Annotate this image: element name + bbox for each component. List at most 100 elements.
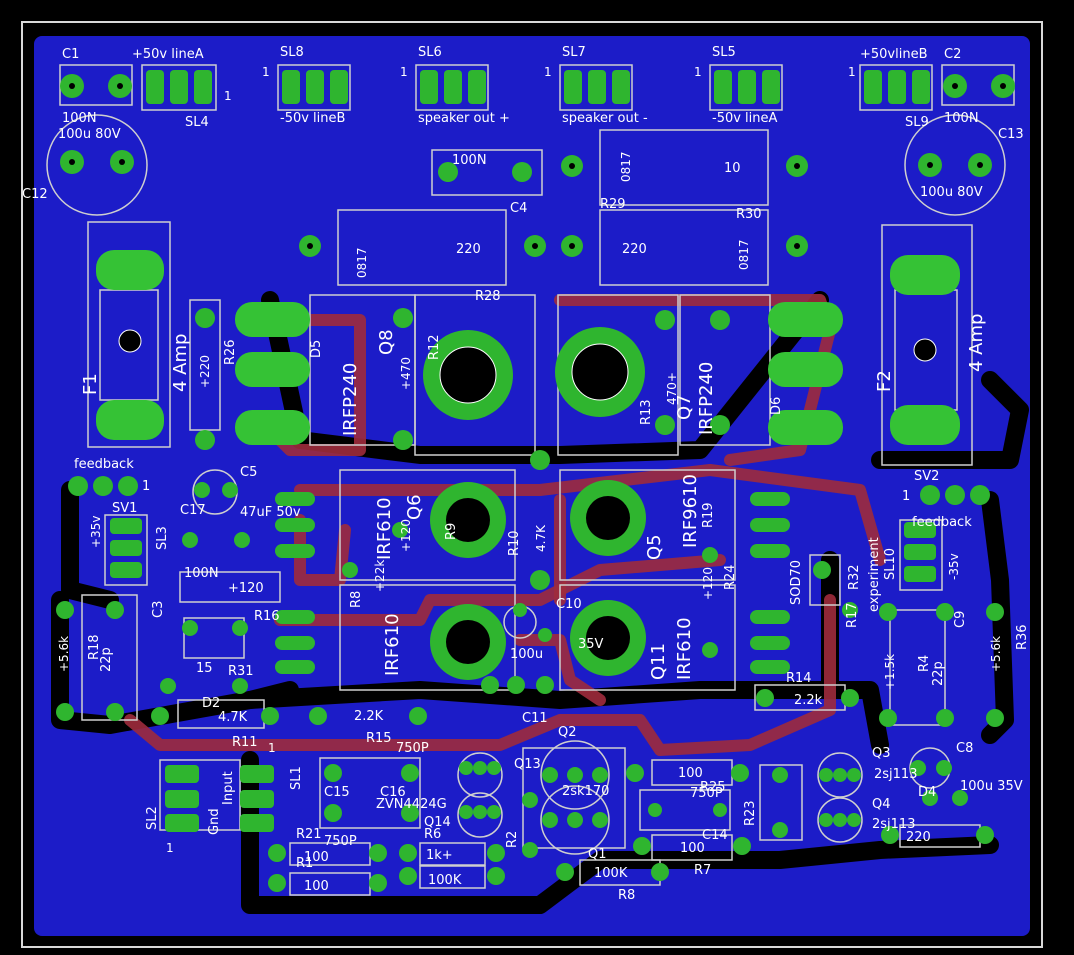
label-r30-code: 0817: [737, 239, 751, 270]
label-pin1-sv1: 1: [142, 479, 150, 494]
label-c18-value: 100N: [184, 566, 219, 581]
label-q2-small-part: 2sk170: [562, 784, 609, 799]
label-c3: C3: [151, 601, 166, 618]
label-sl2: SL2: [145, 806, 160, 830]
label-c13: C13: [998, 127, 1024, 142]
pads: [56, 70, 1015, 892]
label-r9-value: +120: [399, 519, 413, 552]
label-sl1: SL1: [289, 766, 304, 790]
label-q1-value: 100K: [594, 866, 628, 881]
label-c15: C15: [324, 785, 350, 800]
label-q1: Q1: [588, 847, 607, 862]
label-sl8: SL8: [280, 45, 304, 60]
label-r36-value: +5.6k: [989, 636, 1003, 672]
label-c1: C1: [62, 47, 79, 62]
label-sl10-value: -35v: [947, 553, 961, 580]
label-r21: R21: [296, 827, 322, 842]
label-pin1-sl7: 1: [544, 65, 552, 79]
label-r7-value: 100: [680, 841, 705, 856]
label-q3-part: 2sj113: [874, 767, 917, 782]
label-r8b: R8: [618, 888, 635, 903]
label-r23: R23: [743, 800, 758, 826]
label-r28: R28: [475, 289, 501, 304]
label-r2: R2: [505, 831, 520, 848]
label-line-a-top: +50v lineA: [132, 47, 204, 62]
label-sl6-value: speaker out +: [418, 111, 510, 126]
label-c10-value: 100u: [510, 647, 543, 662]
label-f2: F2: [874, 370, 895, 392]
label-c10-rating: 35V: [578, 637, 604, 652]
label-c1-value: 100N: [62, 111, 97, 126]
label-r1-value: 100: [304, 850, 329, 865]
label-pin1-sl9: 1: [848, 65, 856, 79]
label-r17: R17: [845, 602, 860, 628]
label-r13: R13: [639, 399, 654, 425]
label-q4: Q4: [872, 797, 891, 812]
board-outline: [21, 21, 1043, 948]
label-r29-value: 10: [724, 161, 741, 176]
label-c16: C16: [380, 785, 406, 800]
label-r29: R29: [600, 197, 626, 212]
label-r12-value: +470: [399, 357, 413, 390]
label-r10-value: 4.7K: [534, 524, 548, 552]
label-pin1-sl5: 1: [694, 65, 702, 79]
label-c5: C5: [240, 465, 257, 480]
label-input: Input: [221, 771, 236, 805]
label-r8-value: +22k: [373, 560, 387, 592]
label-r11: R11: [232, 735, 258, 750]
label-q7-part: IRFP240: [696, 362, 717, 435]
label-q6: Q6: [404, 494, 425, 520]
label-c5-value: 47uF 50v: [240, 505, 301, 520]
label-c16-value: 750P: [396, 741, 429, 756]
label-f1: F1: [80, 373, 101, 395]
label-sv1: SV1: [112, 501, 137, 516]
label-r14-value: 2.2k: [794, 693, 823, 708]
label-feedback-left: feedback: [74, 457, 134, 472]
mounting-holes: [118, 327, 937, 680]
label-c17: C17: [180, 503, 206, 518]
label-r30-value: 220: [622, 242, 647, 257]
label-r18: R18: [87, 634, 102, 660]
label-r4-value: +1.5k: [883, 654, 897, 690]
label-pin1-sl8: 1: [262, 65, 270, 79]
label-c4: C4: [510, 201, 527, 216]
label-r15: R15: [366, 731, 392, 746]
label-feedback-right: feedback: [912, 515, 972, 530]
label-f2-value: 4 Amp: [966, 314, 987, 372]
label-d6: D6: [769, 397, 784, 415]
label-q5-part: IRF9610: [680, 474, 701, 548]
label-r19: R19: [701, 502, 716, 528]
label-sl6: SL6: [418, 45, 442, 60]
label-c12: C12: [22, 187, 48, 202]
label-sl7-value: speaker out -: [562, 111, 648, 126]
label-q2-part: IRF610: [382, 613, 403, 676]
label-r31: R31: [228, 664, 254, 679]
label-c2-value: 100N: [944, 111, 979, 126]
label-q14-part: ZVN4424G: [376, 797, 447, 812]
label-c12-value: 100u 80V: [58, 127, 121, 142]
label-r36: R36: [1015, 624, 1030, 650]
label-q8-part: IRFP240: [340, 363, 361, 436]
label-r6-value: 1k+: [426, 848, 453, 863]
label-c13-value: 100u 80V: [920, 185, 983, 200]
label-c2: C2: [944, 47, 961, 62]
label-line-b-top: +50vlineB: [860, 47, 928, 62]
label-q3: Q3: [872, 746, 891, 761]
label-c10: C10: [556, 597, 582, 612]
label-r21-value: 750P: [324, 834, 357, 849]
label-q8: Q8: [376, 329, 397, 355]
label-q4-part: 2sj113: [872, 817, 915, 832]
label-r5-value: 100: [304, 879, 329, 894]
label-r12: R12: [427, 334, 442, 360]
label-r18-value: +5.6k: [57, 636, 71, 672]
label-r32: R32: [847, 564, 862, 590]
silkscreen: [46, 64, 1015, 896]
label-r25: R25: [700, 780, 726, 795]
label-c11: C11: [522, 711, 548, 726]
label-q2-small: Q2: [558, 725, 577, 740]
label-r26-value: +220: [198, 355, 212, 388]
label-sl5-value: -50v lineA: [712, 111, 778, 126]
label-sv2: SV2: [914, 469, 939, 484]
